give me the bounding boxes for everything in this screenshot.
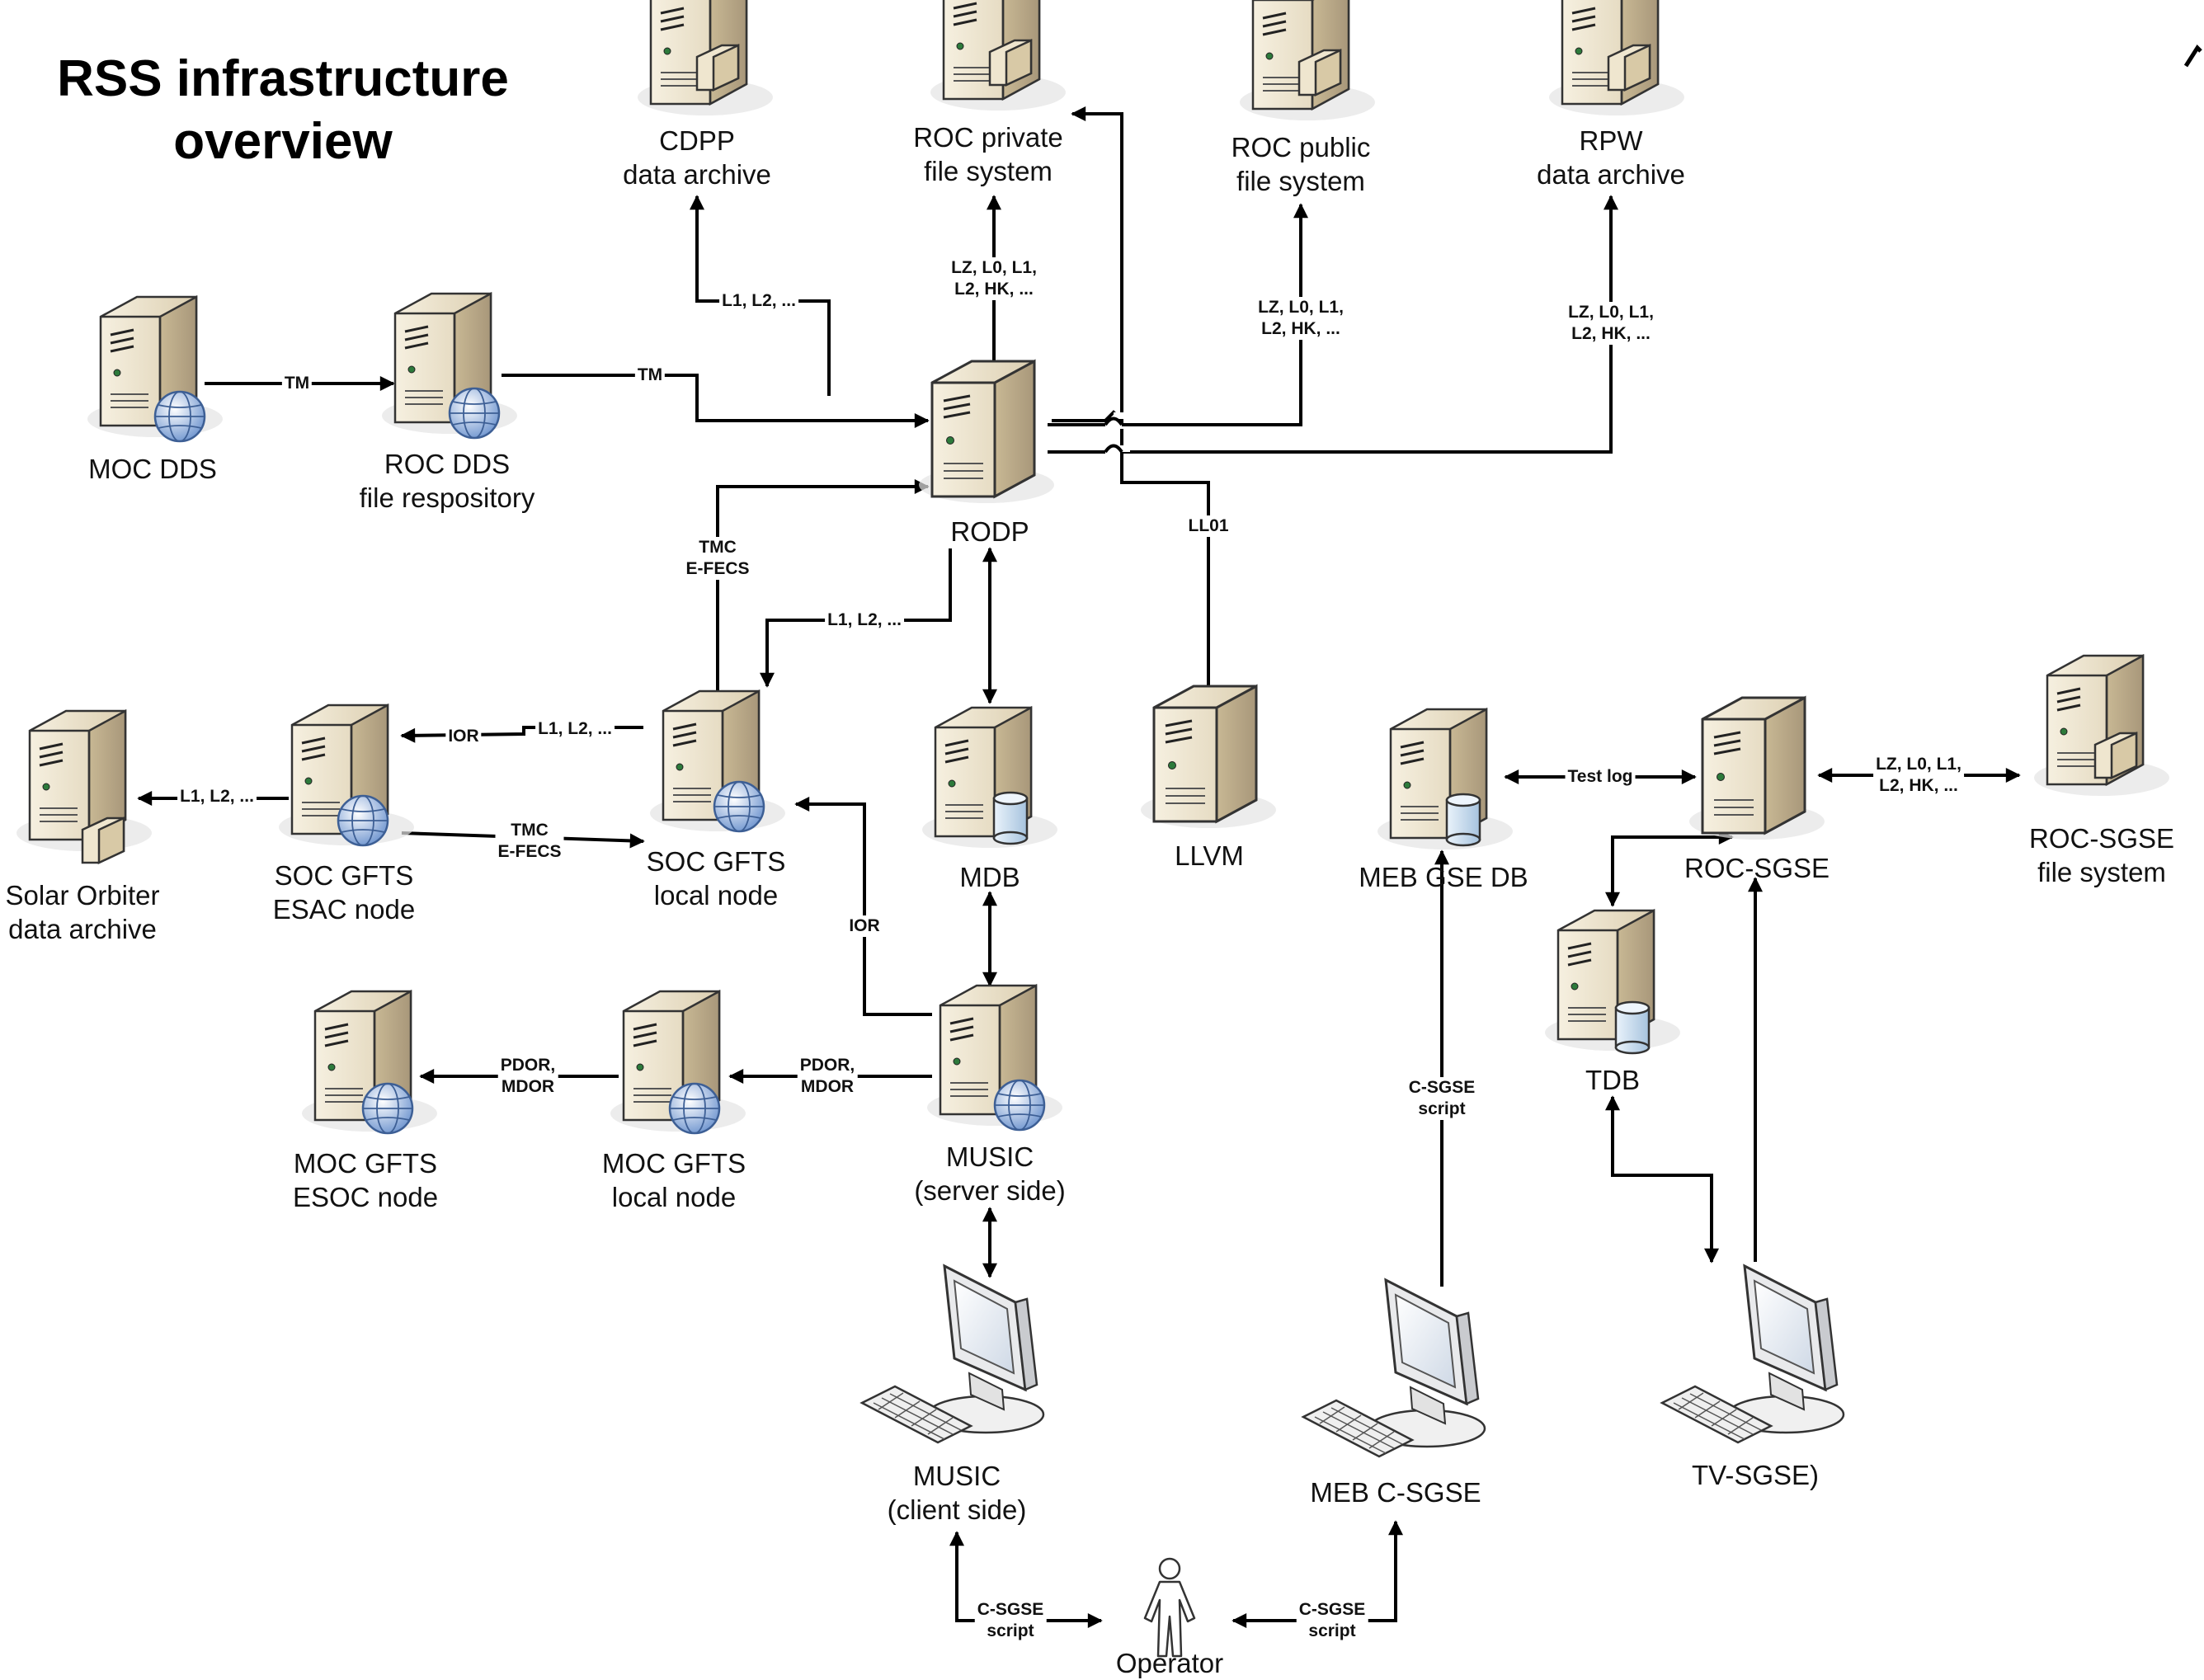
edge-rpw <box>1048 196 1611 454</box>
node-label-tv-sgse: TV-SGSE) <box>1691 1460 1820 1490</box>
title-line-2: overview <box>173 113 393 170</box>
roc-public-file-server-icon <box>1238 0 1377 122</box>
edge-csgse-right <box>1232 1520 1403 1628</box>
node-label-roc-sgse: ROC-SGSE <box>1684 853 1830 883</box>
edge-label-tm-roc: TM <box>634 365 666 386</box>
soc-esac-web-server-icon <box>277 704 416 847</box>
cdpp-file-server-icon <box>636 0 775 117</box>
corner-mark-icon <box>2183 45 2202 68</box>
edge-roc-tdb <box>1605 830 1734 907</box>
llvm-server-icon <box>1139 685 1278 830</box>
edge-label-lz-sgse: LZ, L0, L1,L2, HK, ... <box>1873 754 1964 797</box>
edge-tm-roc <box>502 374 930 428</box>
edge-label-l1l2-soc: L1, L2, ... <box>825 609 904 631</box>
node-label-music-server: MUSIC(server side) <box>914 1141 1066 1206</box>
node-label-meb-gse-db: MEB GSE DB <box>1359 862 1528 892</box>
node-label-llvm: LLVM <box>1175 840 1244 871</box>
edge-label-pdor-2: PDOR,MDOR <box>797 1055 858 1098</box>
mdb-database-server-icon <box>921 706 1059 849</box>
music-server-web-server-icon <box>925 984 1064 1132</box>
meb-gse-db-database-server-icon <box>1376 708 1514 851</box>
edge-label-l1l2-solar: L1, L2, ... <box>177 786 257 807</box>
moc-esoc-web-server-icon <box>300 990 439 1135</box>
moc-local-web-server-icon <box>609 990 747 1135</box>
node-label-rodp: RODP <box>950 516 1029 547</box>
edge-tdb-tv <box>1605 1095 1719 1264</box>
operator-person-icon <box>1143 1557 1196 1658</box>
edge-label-lz-public: LZ, L0, L1,L2, HK, ... <box>1255 297 1346 340</box>
node-label-mdb: MDB <box>959 862 1020 892</box>
moc-dds-web-server-icon <box>86 295 224 443</box>
edge-label-l1l2-ior: L1, L2, ... <box>535 718 615 740</box>
edge-label-lz-rpw: LZ, L0, L1,L2, HK, ... <box>1566 302 1656 345</box>
edge-label-test-log: Test log <box>1565 766 1636 788</box>
title-line-1: RSS infrastructure <box>57 50 509 107</box>
meb-csgse-workstation-icon <box>1302 1278 1486 1458</box>
tv-sgse-workstation-icon <box>1660 1264 1845 1444</box>
solar-orbiter-file-server-icon <box>15 709 153 864</box>
edge-ior-music <box>794 797 932 1016</box>
edge-label-ll01: LL01 <box>1185 515 1232 537</box>
tdb-database-server-icon <box>1543 909 1682 1055</box>
rodp-server-icon <box>917 360 1056 505</box>
edge-label-tm-moc: TM <box>281 373 313 394</box>
edge-label-pdor-1: PDOR,MDOR <box>497 1055 558 1098</box>
node-label-meb-csgse: MEB C-SGSE <box>1310 1477 1481 1508</box>
roc-private-file-server-icon <box>929 0 1067 112</box>
node-label-moc-dds: MOC DDS <box>88 454 217 484</box>
node-label-tdb: TDB <box>1585 1065 1640 1095</box>
edge-tmc-up <box>716 479 930 693</box>
diagram-title: RSS infrastructure overview <box>27 48 539 173</box>
soc-local-web-server-icon <box>648 689 787 833</box>
node-label-music-client: MUSIC(client side) <box>887 1461 1027 1525</box>
roc-sgse-server-icon <box>1688 696 1826 841</box>
node-label-operator: Operator <box>1115 1648 1224 1678</box>
edge-public <box>1048 205 1301 426</box>
edge-label-ior-music: IOR <box>846 915 883 937</box>
edge-cdpp <box>690 195 831 396</box>
edge-label-lz-private: LZ, L0, L1,L2, HK, ... <box>949 257 1039 300</box>
edge-label-l1l2-cdpp: L1, L2, ... <box>719 290 798 312</box>
rpw-file-server-icon <box>1547 0 1686 117</box>
roc-dds-web-server-icon <box>380 292 519 440</box>
roc-sgse-fs-file-server-icon <box>2032 654 2171 798</box>
edge-label-ior-top: IOR <box>445 726 482 747</box>
music-client-workstation-icon <box>860 1264 1045 1444</box>
edge-csgse-left <box>949 1531 1103 1628</box>
edge-ll01 <box>1120 429 1210 693</box>
